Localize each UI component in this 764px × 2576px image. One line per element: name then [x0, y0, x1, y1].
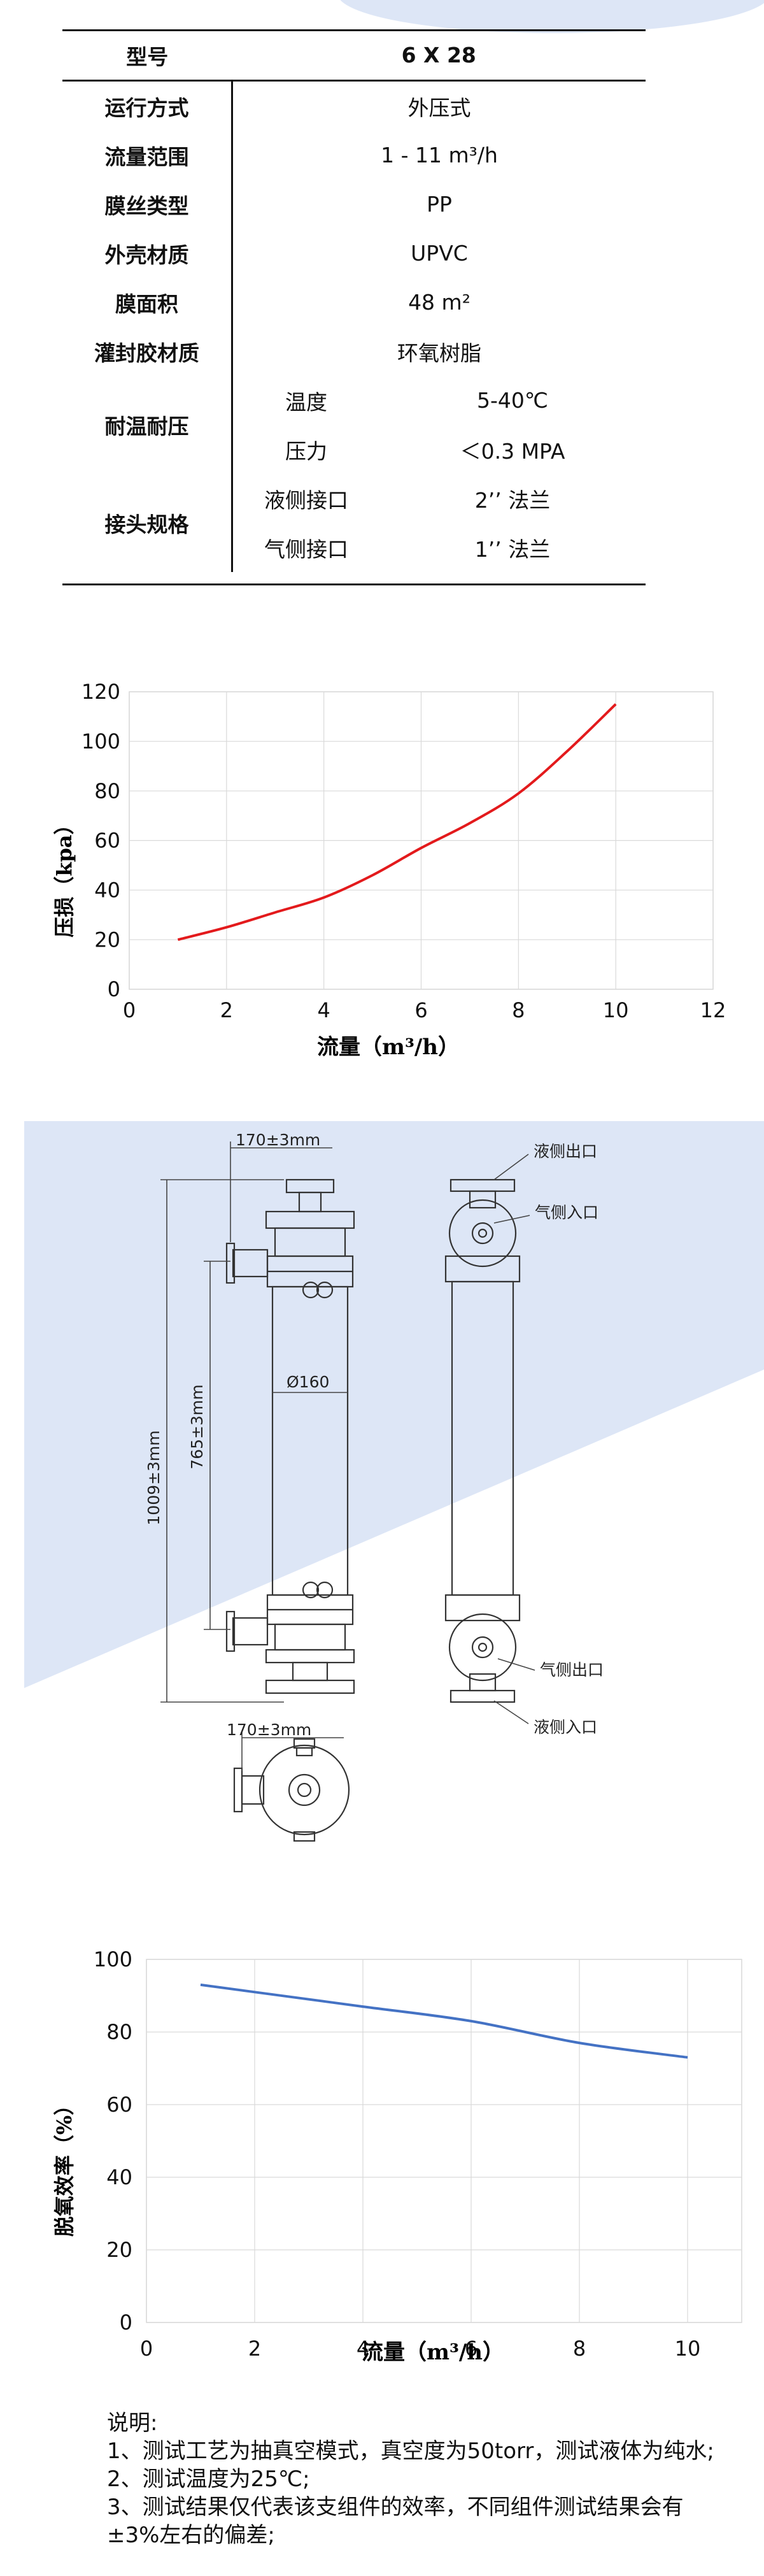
table-bottom-rule — [62, 583, 646, 585]
table-row: 膜丝类型 PP — [62, 180, 646, 229]
table-row: 外壳材质 UPVC — [62, 229, 646, 278]
chart-series — [177, 703, 617, 941]
row-value: 48 m² — [408, 290, 470, 315]
x-tick-label: 6 — [414, 998, 427, 1022]
chart-grid — [129, 691, 714, 990]
y-tick-label: 80 — [94, 779, 120, 803]
row-label: 灌封胶材质 — [62, 327, 233, 376]
sub-label: 温度 — [285, 389, 327, 415]
x-tick-label: 10 — [603, 998, 629, 1022]
row-label: 耐温耐压 — [62, 376, 233, 474]
table-row: 运行方式 外压式 — [62, 80, 646, 131]
sub-value: 2’’ 法兰 — [474, 487, 551, 513]
sub-label: 压力 — [285, 438, 327, 464]
dim-diameter-label: Ø160 — [286, 1373, 329, 1391]
x-tick-label: 8 — [573, 2336, 586, 2361]
row-value: UPVC — [411, 241, 468, 266]
sub-label: 液侧接口 — [264, 487, 348, 513]
row-label: 接头规格 — [62, 474, 233, 572]
header-label: 型号 — [62, 31, 232, 82]
table-header-row: 型号 6 X 28 — [62, 31, 646, 82]
liquid-outlet-label: 液侧出口 — [534, 1142, 597, 1161]
front-view — [225, 1178, 355, 1694]
y-tick-label: 0 — [108, 977, 120, 1001]
spec-table: 型号 6 X 28 运行方式 外压式 流量范围 1 - 11 m³/h 膜丝类型… — [62, 31, 646, 572]
y-tick-label: 40 — [106, 2165, 132, 2189]
row-label: 外壳材质 — [62, 229, 233, 278]
gas-inlet-label: 气侧入口 — [535, 1203, 598, 1222]
module-technical-drawing: 170±3mm 1009±3mm 765±3mm Ø160 液侧出口 气侧入口 … — [145, 1131, 604, 1842]
sub-value: ＜0.3 MPA — [460, 438, 565, 464]
sub-value: 5-40℃ — [477, 388, 548, 413]
x-tick-label: 2 — [248, 2336, 261, 2361]
notes-section: 说明: 1、测试工艺为抽真空模式，真空度为50torr，测试液体为纯水; 2、测… — [107, 2409, 718, 2549]
y-tick-label: 40 — [94, 878, 120, 903]
dim-top-label: 170±3mm — [236, 1131, 320, 1149]
x-tick-label: 8 — [512, 998, 525, 1022]
liquid-inlet-label: 液侧入口 — [534, 1718, 597, 1736]
table-row: 灌封胶材质 环氧树脂 — [62, 327, 646, 376]
table-top-rule — [62, 29, 646, 31]
x-tick-label: 0 — [140, 2336, 153, 2361]
y-axis-label: 脱氧效率（%） — [52, 2095, 76, 2236]
row-value: 1 - 11 m³/h — [381, 143, 498, 168]
side-view — [444, 1178, 521, 1703]
note-item: 1、测试工艺为抽真空模式，真空度为50torr，测试液体为纯水; — [107, 2438, 714, 2464]
table-row: 接头规格 液侧接口 2’’ 法兰 — [62, 474, 646, 572]
table-row: 气侧接口 1’’ 法兰 — [62, 523, 646, 572]
row-value: 环氧树脂 — [397, 340, 481, 366]
x-tick-label: 12 — [700, 998, 726, 1022]
plot-area — [146, 1959, 742, 2323]
x-tick-label: 4 — [317, 998, 330, 1022]
table-row: 压力 ＜0.3 MPA — [62, 425, 646, 474]
y-tick-label: 100 — [81, 729, 120, 754]
row-label: 运行方式 — [62, 80, 233, 131]
y-tick-label: 80 — [106, 2020, 132, 2044]
dim-bottom-label: 170±3mm — [227, 1721, 311, 1739]
dim-height-label: 1009±3mm — [145, 1430, 163, 1525]
x-tick-label: 6 — [465, 2336, 478, 2361]
sub-value: 1’’ 法兰 — [474, 536, 551, 562]
row-label: 膜丝类型 — [62, 180, 233, 229]
x-axis-label: 流量（m³/h） — [317, 1034, 460, 1060]
y-axis-label: 压损（kpa） — [52, 814, 76, 937]
chart-grid — [146, 1959, 742, 2323]
y-tick-label: 0 — [120, 2310, 132, 2335]
gas-outlet-label: 气侧出口 — [540, 1661, 604, 1679]
x-tick-label: 4 — [357, 2336, 369, 2361]
y-tick-label: 60 — [94, 829, 120, 853]
bottom-view — [233, 1738, 350, 1842]
row-label: 膜面积 — [62, 278, 233, 327]
row-value: 外压式 — [407, 95, 471, 120]
y-tick-label: 100 — [94, 1947, 132, 1971]
series-line — [177, 703, 617, 941]
series-line — [200, 1983, 688, 2059]
y-tick-label: 20 — [94, 927, 120, 952]
y-tick-label: 120 — [81, 680, 120, 704]
row-label: 流量范围 — [62, 131, 233, 180]
x-axis-label: 流量（m³/h） — [362, 2340, 504, 2365]
header-value: 6 X 28 — [232, 31, 646, 82]
dim-inner-label: 765±3mm — [188, 1384, 206, 1469]
row-value: PP — [427, 192, 452, 217]
x-tick-label: 2 — [220, 998, 233, 1022]
notes-title: 说明: — [107, 2410, 158, 2436]
x-tick-label: 10 — [675, 2336, 701, 2361]
y-tick-label: 20 — [106, 2238, 132, 2262]
table-row: 耐温耐压 温度 5-40℃ — [62, 376, 646, 474]
note-item: 3、测试结果仅代表该支组件的效率，不同组件测试结果会有±3%左右的偏差; — [107, 2494, 684, 2548]
chart-series — [200, 1983, 688, 2059]
table-row: 膜面积 48 m² — [62, 278, 646, 327]
table-row: 流量范围 1 - 11 m³/h — [62, 131, 646, 180]
note-item: 2、测试温度为25℃; — [107, 2466, 310, 2492]
y-tick-label: 60 — [106, 2093, 132, 2117]
sub-label: 气侧接口 — [264, 536, 348, 562]
x-tick-label: 0 — [123, 998, 136, 1022]
